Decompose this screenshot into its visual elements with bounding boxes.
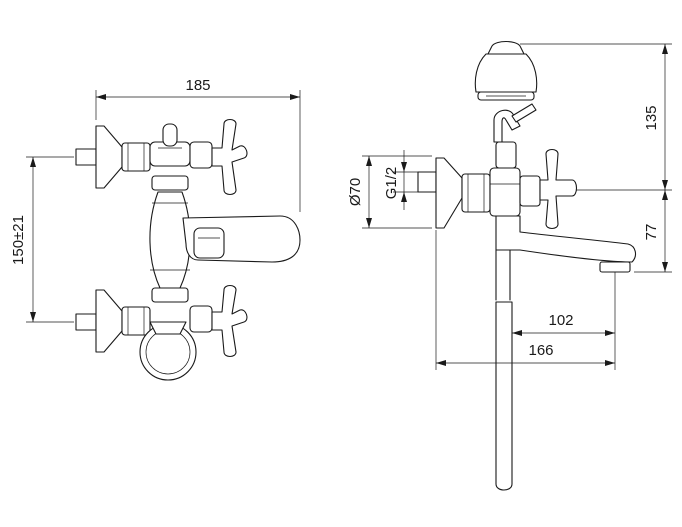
- dim-inlet-spacing: 150±21: [10, 156, 74, 323]
- dim-total-width: 185: [95, 77, 301, 212]
- dim-spout-height-label: 77: [643, 224, 660, 241]
- shower-head: [474, 40, 538, 101]
- dim-head-height-label: 135: [643, 105, 660, 130]
- side-view: [417, 40, 637, 491]
- handset-holder: [139, 321, 197, 381]
- front-spout: [182, 215, 301, 263]
- lower-inlet: [75, 289, 151, 353]
- upper-cross-handle: [189, 118, 248, 196]
- side-spout: [495, 215, 637, 273]
- dim-thread-label: G1/2: [383, 167, 400, 200]
- side-inlet: [417, 157, 491, 229]
- dim-rosette-diameter: Ø70: [347, 155, 432, 229]
- dim-spout-reach-long: 166: [436, 342, 615, 366]
- side-cross-handle: [519, 148, 578, 230]
- dim-total-width-label: 185: [185, 77, 210, 94]
- dim-rosette-diameter-label: Ø70: [347, 178, 364, 206]
- side-body: [489, 141, 521, 217]
- dim-thread: G1/2: [383, 150, 418, 210]
- shower-hose: [495, 249, 513, 491]
- upper-inlet: [75, 125, 151, 189]
- mixer-body: [149, 123, 191, 303]
- dim-head-height: 135: [520, 43, 672, 191]
- dim-spout-reach-short-label: 102: [548, 312, 573, 329]
- front-view: [75, 118, 301, 381]
- lower-cross-handle: [189, 284, 248, 358]
- shower-hook: [493, 103, 537, 143]
- dim-spout-height: 77: [634, 190, 672, 273]
- dim-inlet-spacing-label: 150±21: [10, 215, 27, 265]
- dim-spout-reach-short: 102: [435, 230, 616, 370]
- dim-spout-reach-long-label: 166: [528, 342, 553, 359]
